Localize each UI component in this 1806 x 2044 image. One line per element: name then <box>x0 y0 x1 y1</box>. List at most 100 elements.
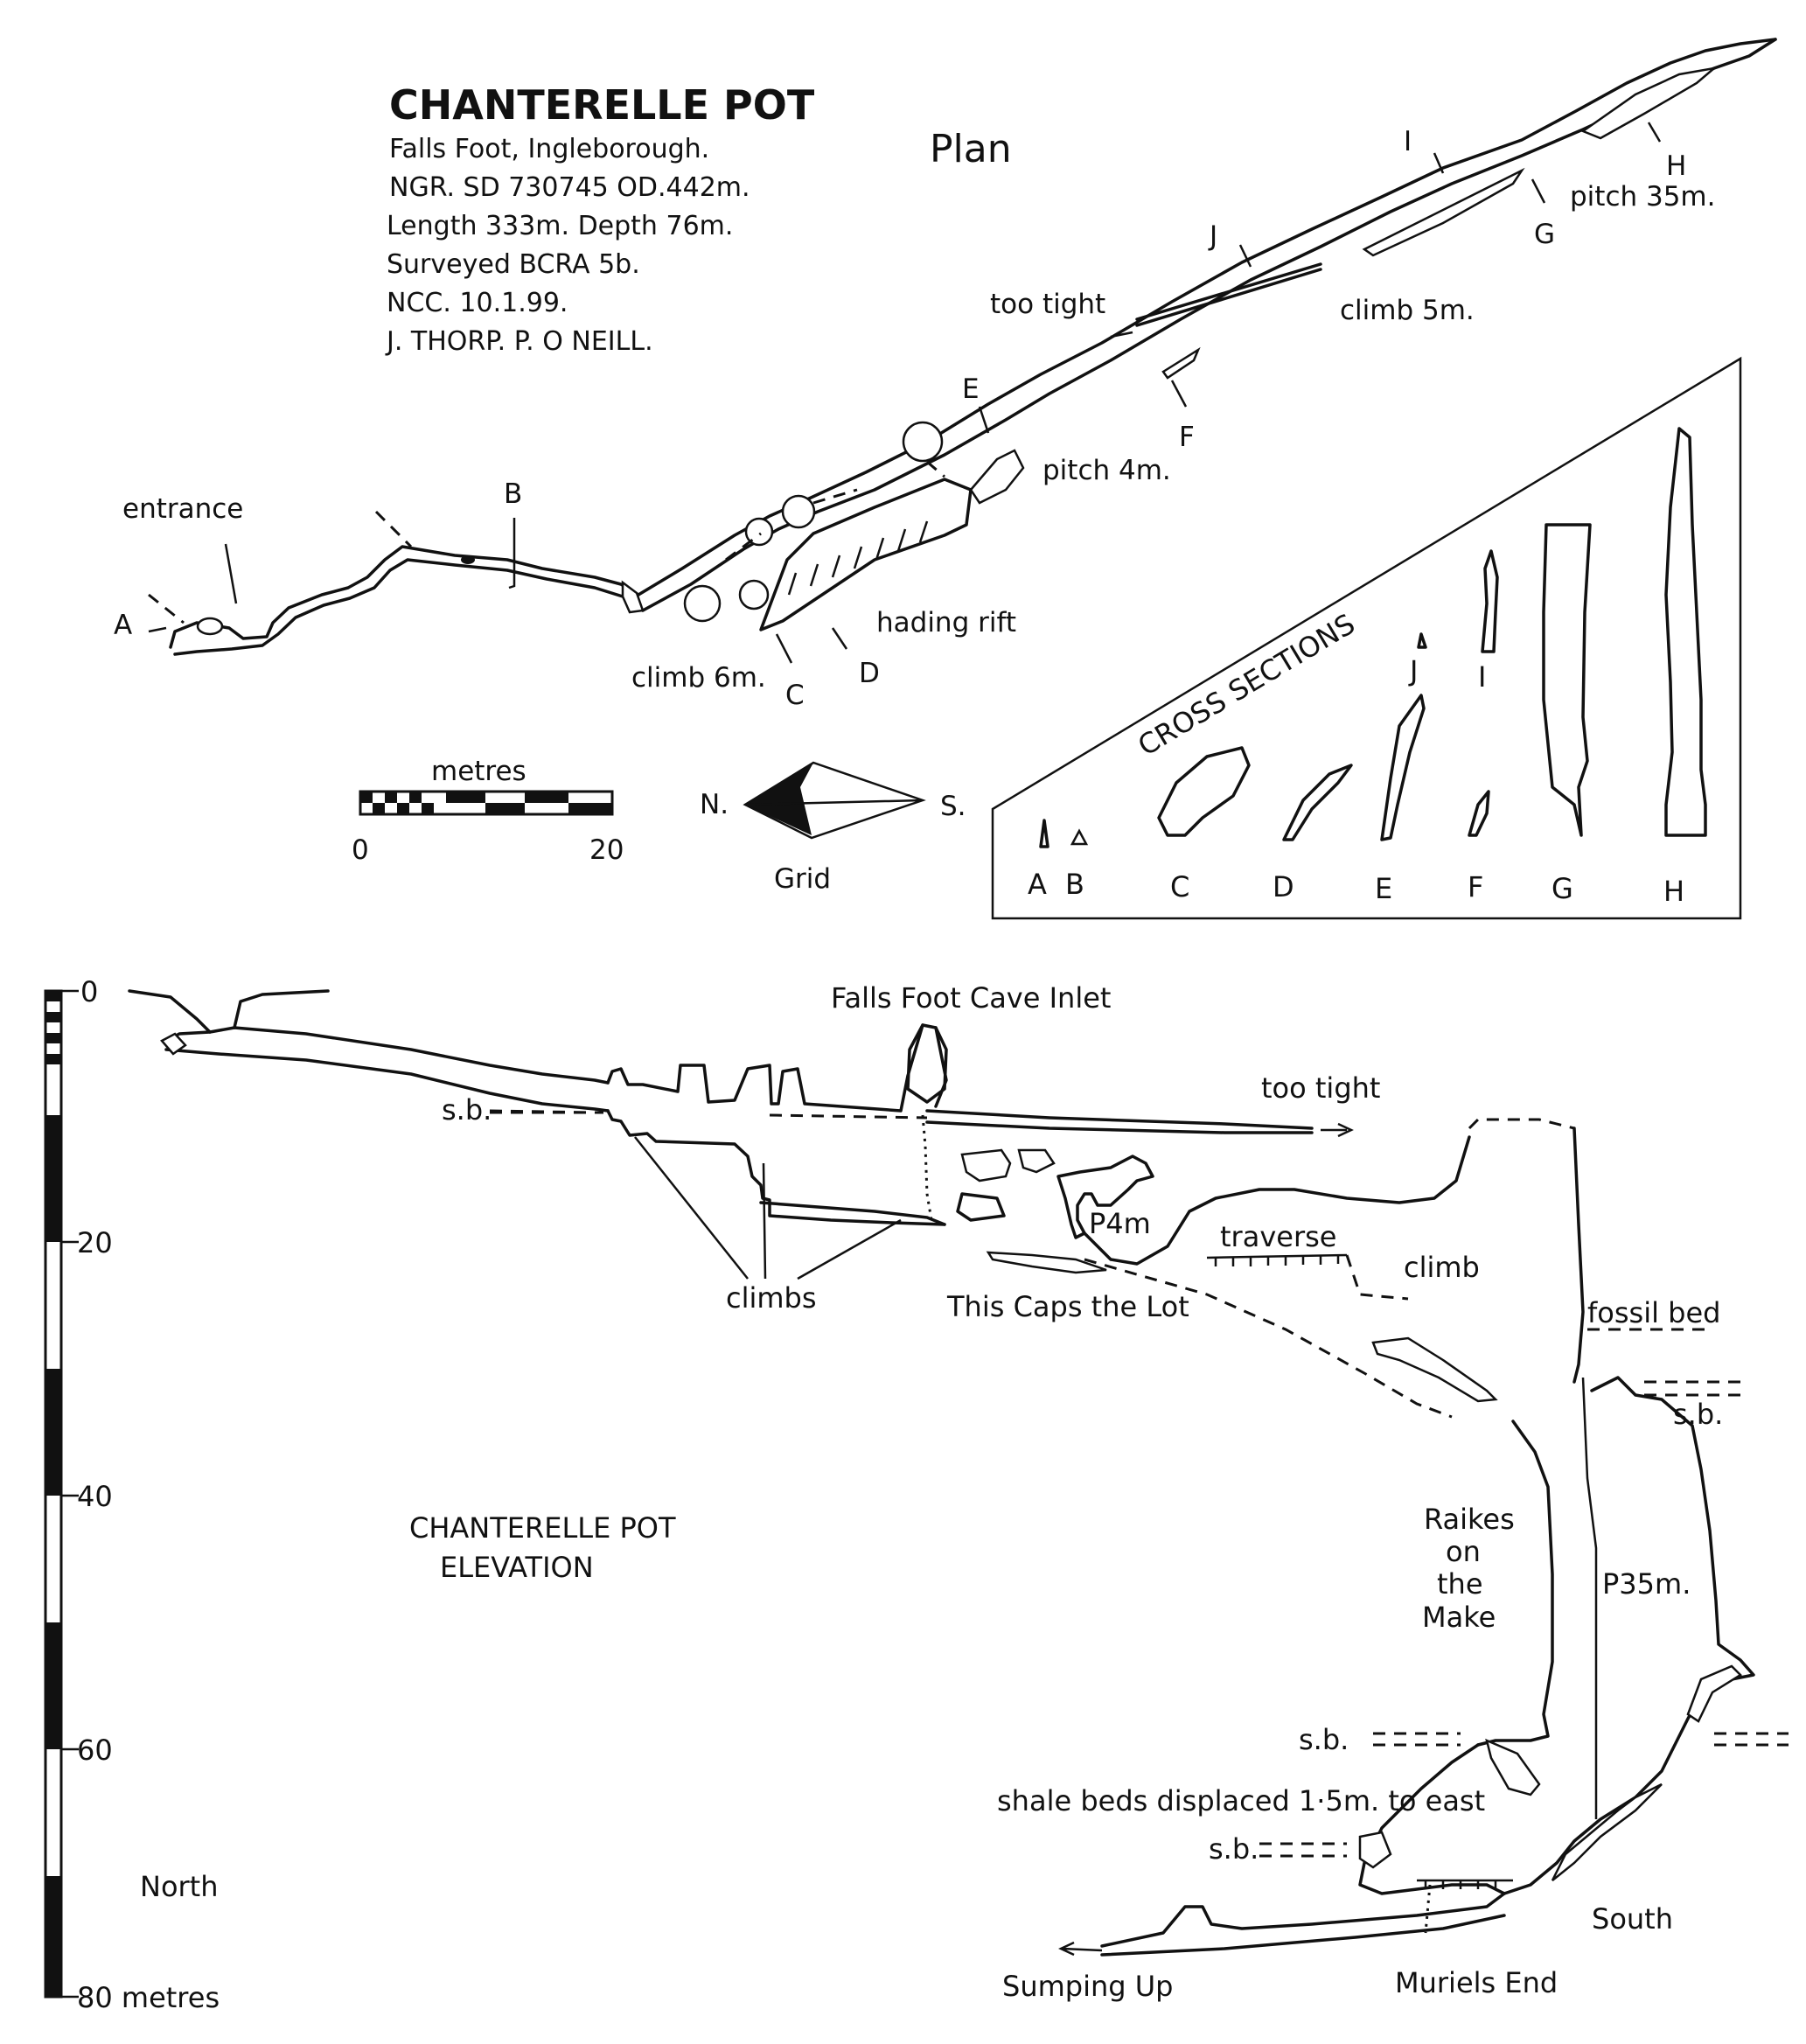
section-letter-F: F <box>1468 870 1483 903</box>
location-line: Falls Foot, Ingleborough. <box>389 134 709 164</box>
section-mark-F: F <box>1170 380 1195 453</box>
pot-rubble-2 <box>738 579 770 610</box>
climb-5m-rubble <box>1161 346 1201 380</box>
elevation-traverse-ticks <box>1214 1255 1340 1266</box>
svg-text:H: H <box>1666 150 1686 182</box>
hading-rift-hatching <box>787 520 929 596</box>
south-label: South <box>1592 1902 1673 1936</box>
depth-scale: 0 20 40 60 80 metres <box>44 975 220 2014</box>
elevation-p4m-passage <box>956 1192 1006 1222</box>
scale-bar: metres 0 20 <box>352 756 624 866</box>
scale-min-label: 0 <box>352 834 369 866</box>
elevation-lower-chamber <box>1358 1743 1506 1895</box>
section-letter-J: J <box>1408 654 1418 687</box>
elevation-sb-right-mid <box>1714 1732 1789 1747</box>
section-letter-B: B <box>1065 868 1084 901</box>
svg-text:F: F <box>1179 422 1195 453</box>
elevation-upper-level <box>606 1023 948 1113</box>
section-shape-G <box>1542 523 1592 837</box>
p35m-label: P35m. <box>1602 1567 1691 1601</box>
elevation-sumping-arrow <box>1058 1941 1103 1957</box>
section-mark-D: D <box>831 627 880 689</box>
climb-label: climb <box>1404 1251 1480 1284</box>
section-shape-I <box>1481 549 1499 653</box>
climbs-pointer-lines <box>634 1136 902 1280</box>
hading-rift-outline <box>759 478 973 631</box>
raikes-label-line3: the <box>1437 1567 1483 1601</box>
sb-label-right-upper: s.b. <box>1673 1398 1723 1431</box>
section-mark-E: E <box>962 373 990 434</box>
raikes-label-line2: on <box>1446 1535 1481 1568</box>
elevation-south-slope-rubble <box>1551 1782 1663 1881</box>
elevation-entrance-chamber <box>160 1032 187 1056</box>
elevation-view: 0 20 40 60 80 metres <box>44 975 1789 2014</box>
cross-sections-panel: CROSS SECTIONS A B C D E F G H I J <box>991 356 1742 920</box>
elevation-p4m-chamber <box>1056 1155 1154 1239</box>
elevation-inlet-descent <box>921 1114 933 1221</box>
raikes-label-line4: Make <box>1422 1601 1496 1634</box>
svg-text:J: J <box>1208 220 1217 252</box>
section-shape-B <box>1070 828 1089 846</box>
raikes-label-line1: Raikes <box>1424 1503 1515 1536</box>
elevation-climb-route <box>1345 1254 1409 1301</box>
section-shape-D <box>1282 764 1353 841</box>
section-shape-E <box>1380 694 1426 841</box>
plan-view: Plan <box>114 38 1777 711</box>
plan-too-tight-label: too tight <box>990 289 1105 320</box>
entrance-pointer <box>224 543 238 604</box>
section-mark-I: I <box>1404 126 1445 174</box>
entrance-shaft <box>196 617 224 636</box>
rubble-patch <box>621 580 645 614</box>
section-mark-J: J <box>1208 220 1252 268</box>
elevation-mid-dashed <box>769 1113 928 1120</box>
svg-text:E: E <box>962 373 980 405</box>
section-mark-A: A <box>114 610 167 641</box>
hading-rift-label: hading rift <box>876 607 1016 638</box>
elevation-title-line1: CHANTERELLE POT <box>409 1511 676 1545</box>
depth-tick-80: 80 metres <box>77 1981 220 2014</box>
elevation-rubble-pile-2 <box>1017 1148 1056 1174</box>
pot-rubble-4 <box>781 494 816 529</box>
too-tight-arrow <box>1110 331 1133 338</box>
pot-rubble-3 <box>744 517 774 547</box>
elevation-title-line2: ELEVATION <box>440 1551 594 1584</box>
section-letter-G: G <box>1551 872 1573 905</box>
compass-north-label: N. <box>700 789 729 820</box>
section-shape-J <box>1417 632 1427 649</box>
pitch-35m-label: pitch 35m. <box>1570 181 1716 213</box>
inlet-label: Falls Foot Cave Inlet <box>831 981 1111 1015</box>
elevation-rift-roof <box>1083 1135 1471 1266</box>
section-letter-E: E <box>1375 872 1392 905</box>
grid-compass: N. S. Grid <box>700 761 966 895</box>
elevation-lower-rubble <box>1358 1831 1392 1869</box>
section-mark-H: H <box>1647 122 1686 182</box>
elevation-shaft-outer-wall <box>1476 1420 1554 1747</box>
section-letter-C: C <box>1170 870 1189 903</box>
elevation-descent-dashed <box>1084 1258 1453 1419</box>
north-label: North <box>140 1870 219 1903</box>
falls-foot-inlet-pot <box>902 421 944 463</box>
svg-text:B: B <box>504 478 522 510</box>
section-shape-C <box>1157 746 1251 837</box>
muriels-end-label: Muriels End <box>1395 1966 1558 1999</box>
elevation-lower-traverse-ticks <box>1424 1880 1497 1889</box>
too-tight-branch <box>1135 262 1322 327</box>
elevation-sb-right-upper <box>1644 1380 1740 1397</box>
entrance-label: entrance <box>122 493 243 525</box>
side-inlet-mark <box>374 510 413 548</box>
elevation-shale-rubble <box>1485 1738 1541 1796</box>
pot-rubble-1 <box>683 584 722 623</box>
elevation-this-caps-rubble <box>986 1251 1107 1274</box>
svg-text:A: A <box>114 610 132 641</box>
survey-header: CHANTERELLE POT Falls Foot, Ingleborough… <box>385 81 815 357</box>
entrance-arrow <box>148 593 185 624</box>
elevation-too-tight-label: too tight <box>1261 1071 1380 1105</box>
elevation-pitch-rope <box>1581 1377 1598 1819</box>
elevation-entrance-passage <box>164 1026 610 1113</box>
sumping-up-label: Sumping Up <box>1002 1970 1173 2003</box>
pitch-4m-label: pitch 4m. <box>1042 455 1171 486</box>
cross-sections-title: CROSS SECTIONS <box>1133 607 1361 763</box>
elevation-surface <box>128 989 330 1034</box>
section-letter-D: D <box>1273 870 1294 903</box>
